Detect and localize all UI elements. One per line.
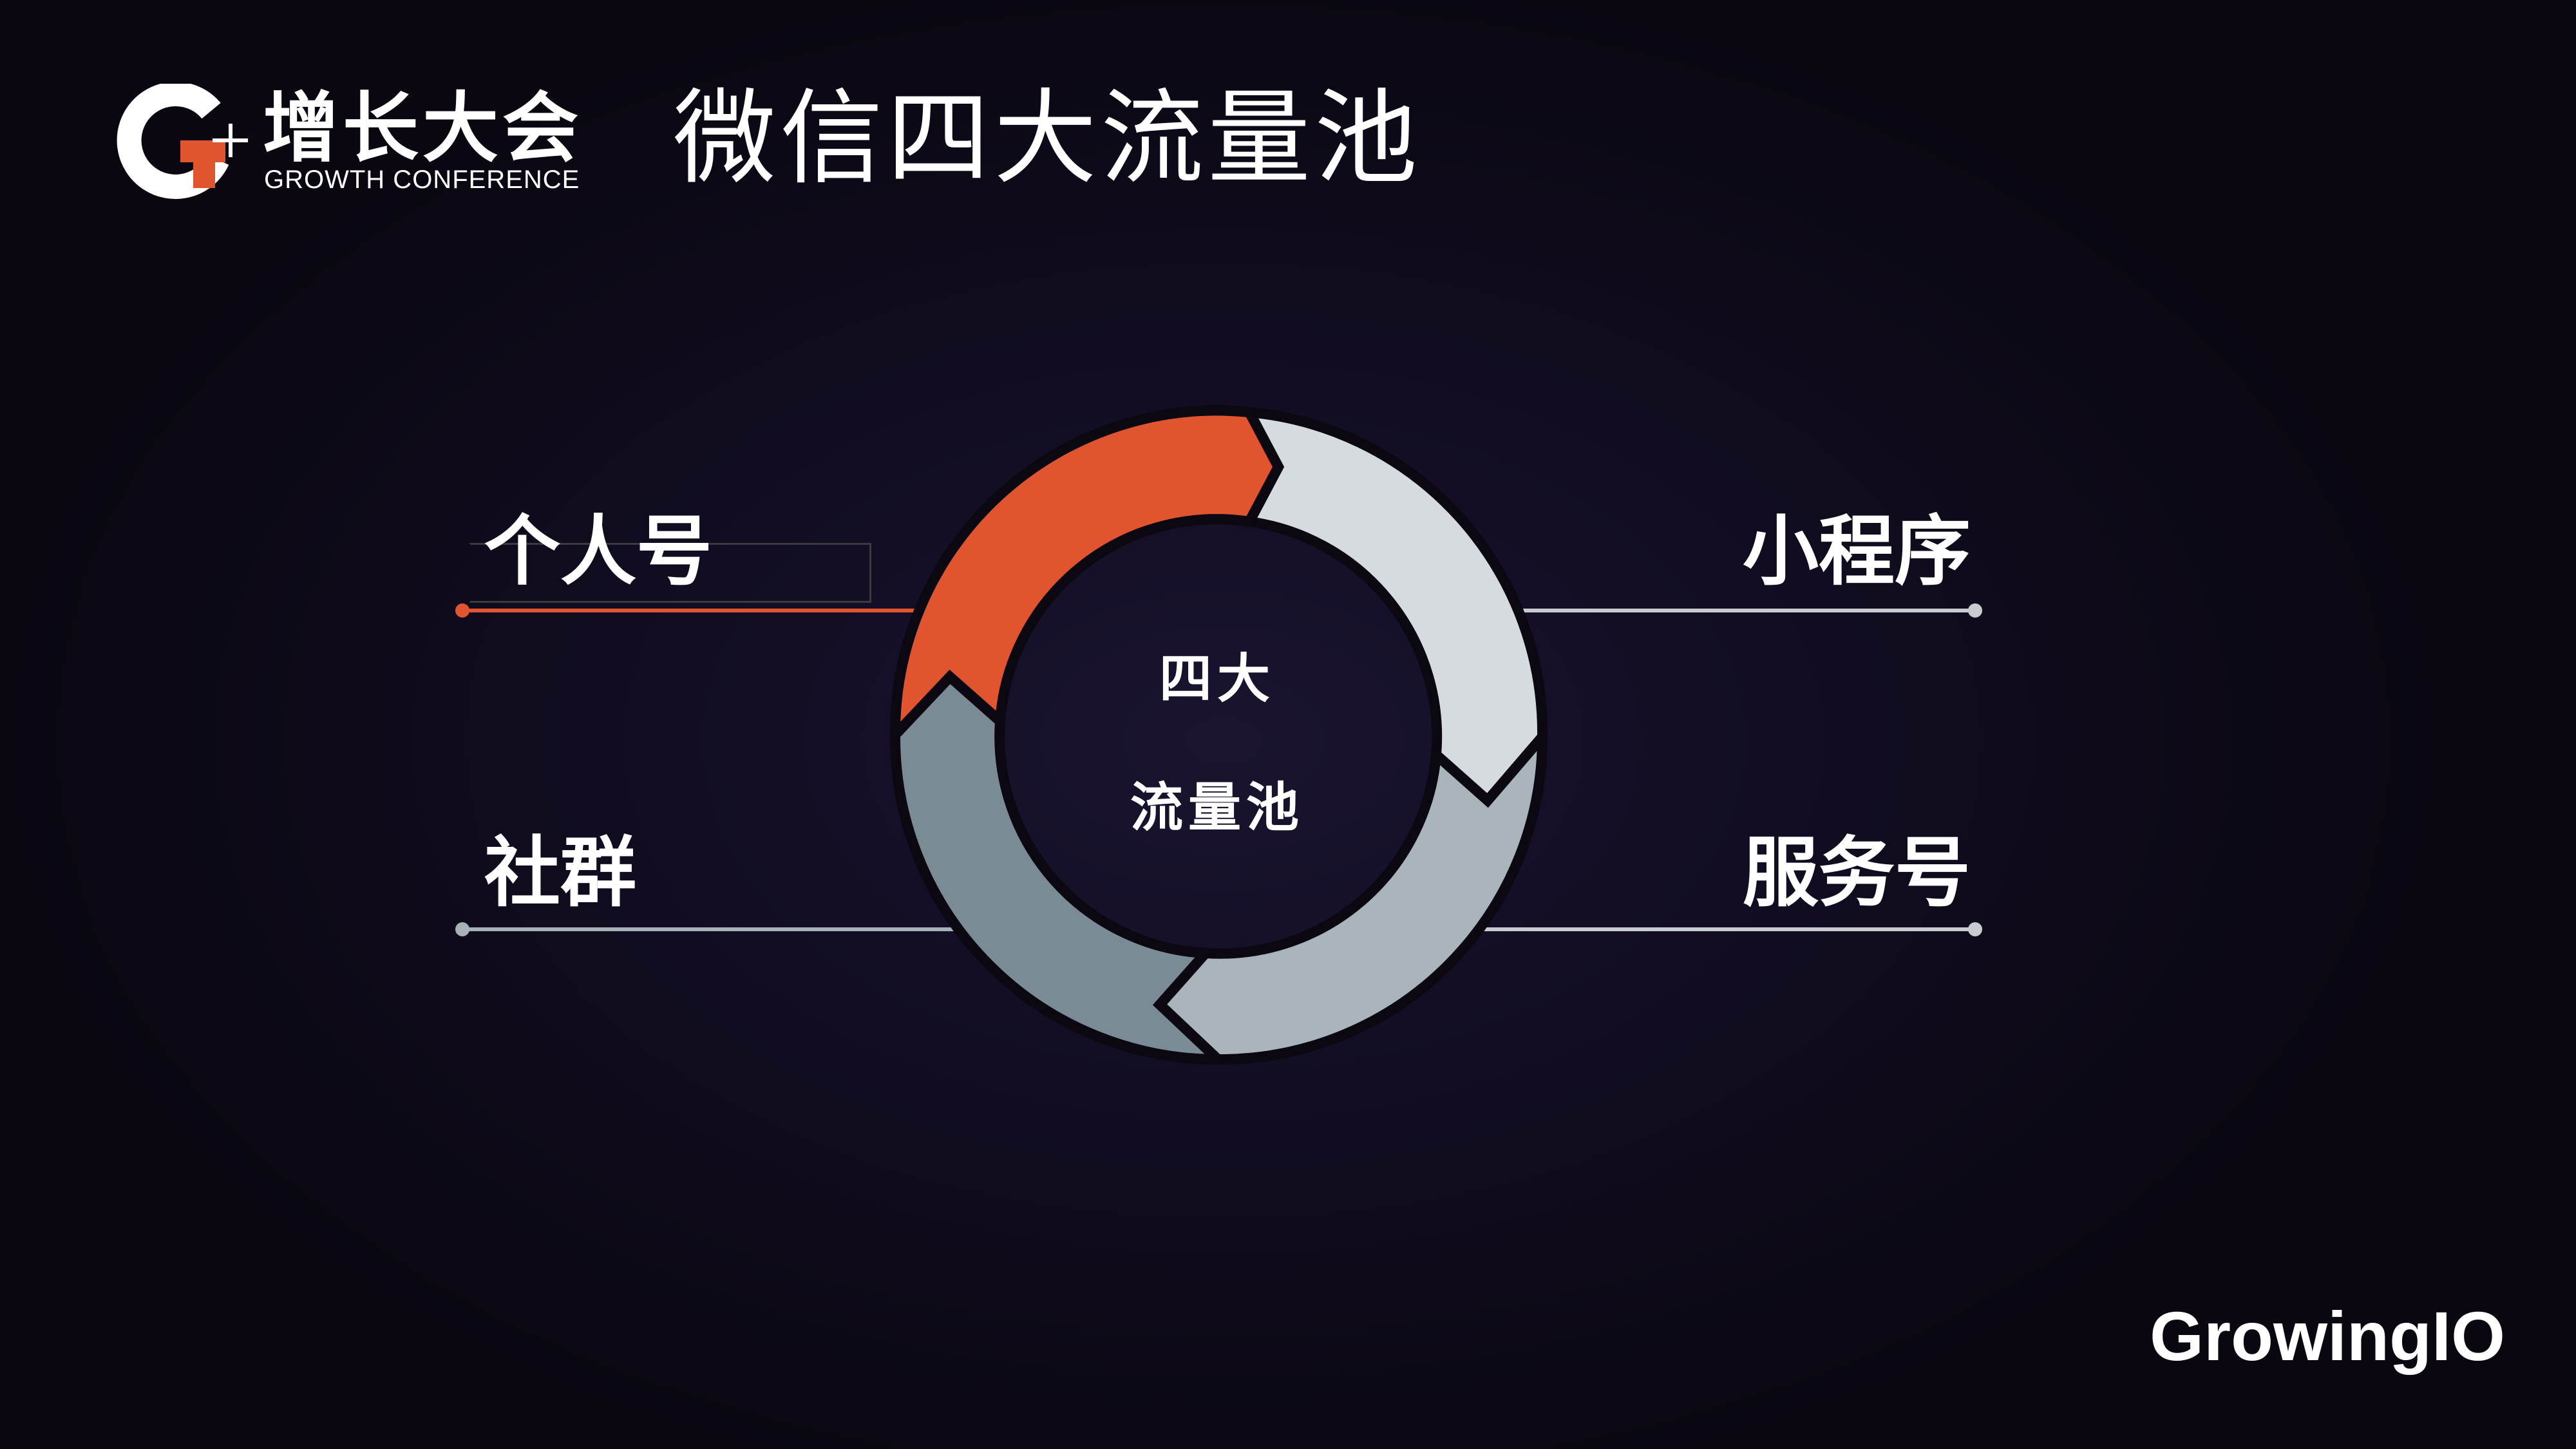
center-text-line1: 四大: [1159, 649, 1275, 710]
growth-conference-logo: 增长大会 GROWTH CONFERENCE: [116, 84, 579, 200]
ring-segment-bottom-right: [1152, 723, 1548, 1065]
logo-g-plus-icon: [117, 84, 248, 199]
ring-segment-top-left-highlight: [889, 405, 1285, 748]
page-title: 微信四大流量池: [673, 78, 1422, 198]
center-text-line2: 流量池: [1130, 777, 1304, 838]
label-highlight-box: [469, 543, 871, 603]
connector-top-right: [1513, 603, 1982, 618]
label-service-account: 服务号: [1742, 828, 1971, 917]
logo-chinese-text: 增长大会: [263, 84, 583, 173]
ring-segment-top-right: [1240, 406, 1548, 808]
label-community: 社群: [484, 828, 637, 917]
connector-bottom-right: [1468, 922, 1982, 936]
label-mini-program: 小程序: [1742, 507, 1971, 596]
connector-bottom-left: [455, 922, 966, 936]
logo-english-text: GROWTH CONFERENCE: [264, 166, 580, 194]
connector-top-left: [455, 603, 921, 618]
growingio-logo: GrowingIO: [2150, 1297, 2505, 1375]
label-personal-account: 个人号: [484, 507, 713, 596]
